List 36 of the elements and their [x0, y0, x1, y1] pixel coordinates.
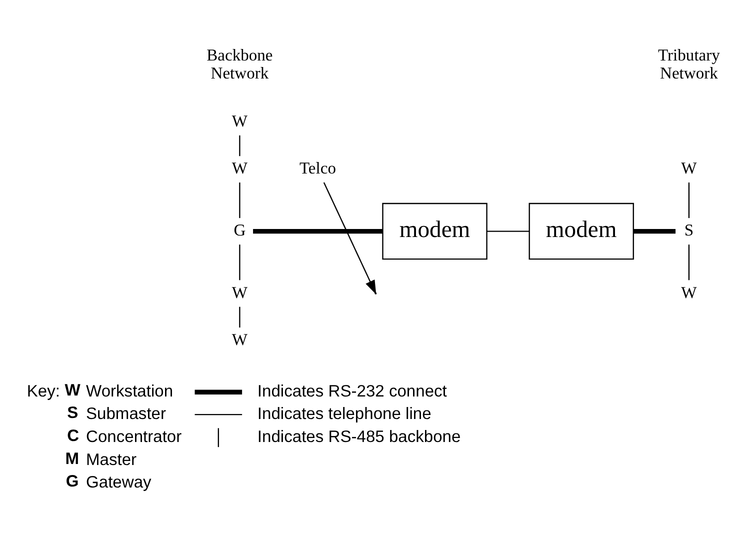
label: C [67, 425, 80, 444]
node-box: modem [528, 202, 634, 260]
legend-label: Indicates telephone line [257, 403, 432, 422]
legend-label: Indicates RS-485 backbone [257, 426, 461, 446]
node-text: W [232, 330, 248, 349]
node-text: W [232, 110, 248, 130]
connector [239, 244, 240, 280]
label: Gateway [86, 472, 152, 491]
connector [239, 134, 240, 156]
node-text: Telco [299, 158, 336, 178]
label: Master [86, 450, 137, 469]
label: Backbone Network [206, 45, 273, 82]
node-text: W [681, 158, 697, 178]
legend-label: Indicates RS-232 connect [257, 380, 447, 400]
label: Key: [26, 380, 60, 400]
node-box: modem [382, 202, 488, 260]
connector [634, 228, 676, 234]
label: Concentrator [86, 426, 182, 446]
label: Workstation [86, 380, 174, 400]
connector [688, 244, 690, 280]
node-text: S [684, 220, 694, 240]
label: Tributary Network [658, 45, 720, 82]
connector [486, 230, 530, 232]
node-text: W [232, 158, 248, 178]
label: M [65, 448, 80, 468]
label: S [67, 402, 78, 422]
connector [688, 182, 690, 218]
node-text: G [234, 220, 246, 240]
connector [239, 182, 240, 218]
node-text: W [681, 282, 697, 302]
label: G [66, 470, 79, 490]
label: W [64, 380, 80, 399]
label: Submaster [86, 403, 166, 422]
connector [239, 306, 240, 328]
node-text: W [232, 282, 248, 302]
connector [253, 228, 383, 234]
